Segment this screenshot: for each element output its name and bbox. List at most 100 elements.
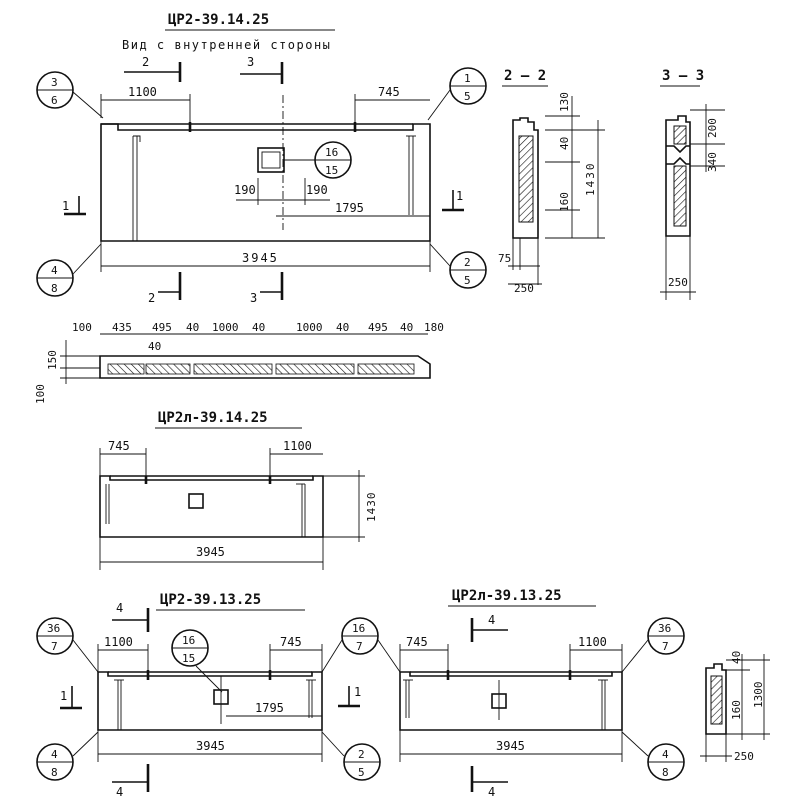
svg-text:495: 495 [368, 321, 388, 334]
svg-text:3: 3 [250, 291, 257, 305]
svg-text:8: 8 [662, 766, 669, 779]
svg-text:4: 4 [488, 785, 495, 799]
mirror13-title: ЦР2л-39.13.25 [452, 588, 562, 604]
svg-text:5: 5 [464, 274, 471, 287]
svg-text:4: 4 [51, 748, 58, 761]
svg-text:745: 745 [406, 635, 428, 649]
svg-text:4: 4 [116, 785, 123, 799]
callout-36-7-right: 36 7 [621, 617, 685, 673]
svg-text:1100: 1100 [104, 635, 133, 649]
section-2-2: 75 250 [498, 96, 605, 295]
svg-text:2: 2 [148, 291, 155, 305]
callout-4-8-lower-left: 4 8 [36, 731, 99, 781]
section-2-2-title: 2 – 2 [504, 68, 546, 84]
dim-150: 150 [46, 350, 59, 370]
dim-1430-sec: 1430 [584, 162, 597, 197]
svg-text:1000: 1000 [296, 321, 323, 334]
svg-text:745: 745 [378, 85, 400, 99]
dim-3945-main: 3945 [100, 241, 431, 272]
mirror14-title: ЦР2л-39.14.25 [158, 410, 268, 426]
dim-745-top: 745 [354, 85, 430, 122]
svg-text:1: 1 [464, 72, 471, 85]
svg-text:250: 250 [734, 750, 754, 763]
svg-text:16: 16 [182, 634, 195, 647]
svg-text:4: 4 [488, 613, 495, 627]
svg-text:1: 1 [62, 199, 69, 213]
dim-200: 200 [706, 118, 719, 138]
svg-text:5: 5 [358, 766, 365, 779]
svg-text:40: 40 [336, 321, 349, 334]
svg-text:190: 190 [234, 183, 256, 197]
callout-16-15: 16 15 [284, 141, 352, 179]
callout-4-8: 4 8 [36, 243, 102, 297]
svg-text:2: 2 [358, 748, 365, 761]
svg-text:2: 2 [464, 256, 471, 269]
dim-190-190: 190 190 [234, 178, 330, 205]
svg-text:1100: 1100 [578, 635, 607, 649]
dim-1300: 1300 [752, 682, 765, 709]
svg-text:1: 1 [456, 189, 463, 203]
svg-text:5: 5 [464, 90, 471, 103]
svg-text:7: 7 [51, 640, 58, 653]
svg-text:250: 250 [514, 282, 534, 295]
svg-text:15: 15 [325, 164, 338, 177]
svg-text:1100: 1100 [283, 439, 312, 453]
callout-16-15-lower: 16 15 [171, 629, 223, 693]
svg-text:1000: 1000 [212, 321, 239, 334]
mirror14-dims-top: 745 1100 [99, 439, 323, 478]
svg-text:1: 1 [60, 689, 67, 703]
svg-text:3: 3 [51, 76, 58, 89]
dim-40-a: 40 [558, 137, 571, 150]
svg-text:8: 8 [51, 766, 58, 779]
callout-2-5: 2 5 [429, 243, 487, 289]
mirror13-dims-top: 745 1100 [399, 635, 623, 674]
section-3-3: 250 [660, 104, 725, 300]
svg-text:3945: 3945 [196, 739, 225, 753]
cut-mark-1-right: 1 [442, 189, 464, 212]
cut-mark-1-left: 1 [62, 196, 86, 216]
dim-1795: 1795 [276, 201, 430, 217]
svg-text:180: 180 [424, 321, 444, 334]
svg-text:7: 7 [662, 640, 669, 653]
dim-40-b: 40 [730, 651, 743, 664]
svg-text:4: 4 [662, 748, 669, 761]
svg-text:36: 36 [47, 622, 60, 635]
callout-4-8-lower-right: 4 8 [621, 731, 685, 781]
panel-main [100, 95, 431, 242]
svg-text:495: 495 [152, 321, 172, 334]
dim-340: 340 [706, 152, 719, 172]
cut-mark-2-top: 2 [142, 55, 149, 69]
panel13-dims-top: 1100 745 [97, 635, 323, 674]
svg-text:190: 190 [306, 183, 328, 197]
svg-text:250: 250 [668, 276, 688, 289]
callout-3-6: 3 6 [36, 71, 104, 119]
svg-text:6: 6 [51, 94, 58, 107]
svg-text:1: 1 [354, 685, 361, 699]
svg-text:3945: 3945 [196, 545, 225, 559]
svg-text:40: 40 [252, 321, 265, 334]
svg-text:16: 16 [325, 146, 338, 159]
main-title: ЦР2-39.14.25 [168, 12, 269, 28]
svg-text:36: 36 [658, 622, 671, 635]
cut-mark-4-top-right: 4 [470, 613, 508, 642]
dim-130: 130 [558, 92, 571, 112]
section-13: 250 [700, 654, 770, 763]
svg-text:4: 4 [116, 601, 123, 615]
mirror14-panel: 3945 [99, 470, 365, 570]
cut-mark-3-top: 3 [247, 55, 254, 69]
callout-1-5: 1 5 [427, 67, 487, 121]
svg-text:3945: 3945 [496, 739, 525, 753]
callout-36-7-left: 36 7 [36, 617, 99, 673]
svg-text:1100: 1100 [128, 85, 157, 99]
dim-160-b: 160 [730, 700, 743, 720]
svg-text:4: 4 [51, 264, 58, 277]
cut-mark-1-left-lower: 1 [60, 686, 82, 710]
dim-1100-top: 1100 [100, 85, 191, 122]
svg-text:745: 745 [108, 439, 130, 453]
subtitle: Вид с внутренней стороны [122, 38, 331, 52]
callout-16-7-mid: 16 7 [321, 617, 401, 673]
svg-text:15: 15 [182, 652, 195, 665]
svg-text:1795: 1795 [255, 701, 284, 715]
dim-1430-mirror: 1430 [365, 492, 378, 523]
